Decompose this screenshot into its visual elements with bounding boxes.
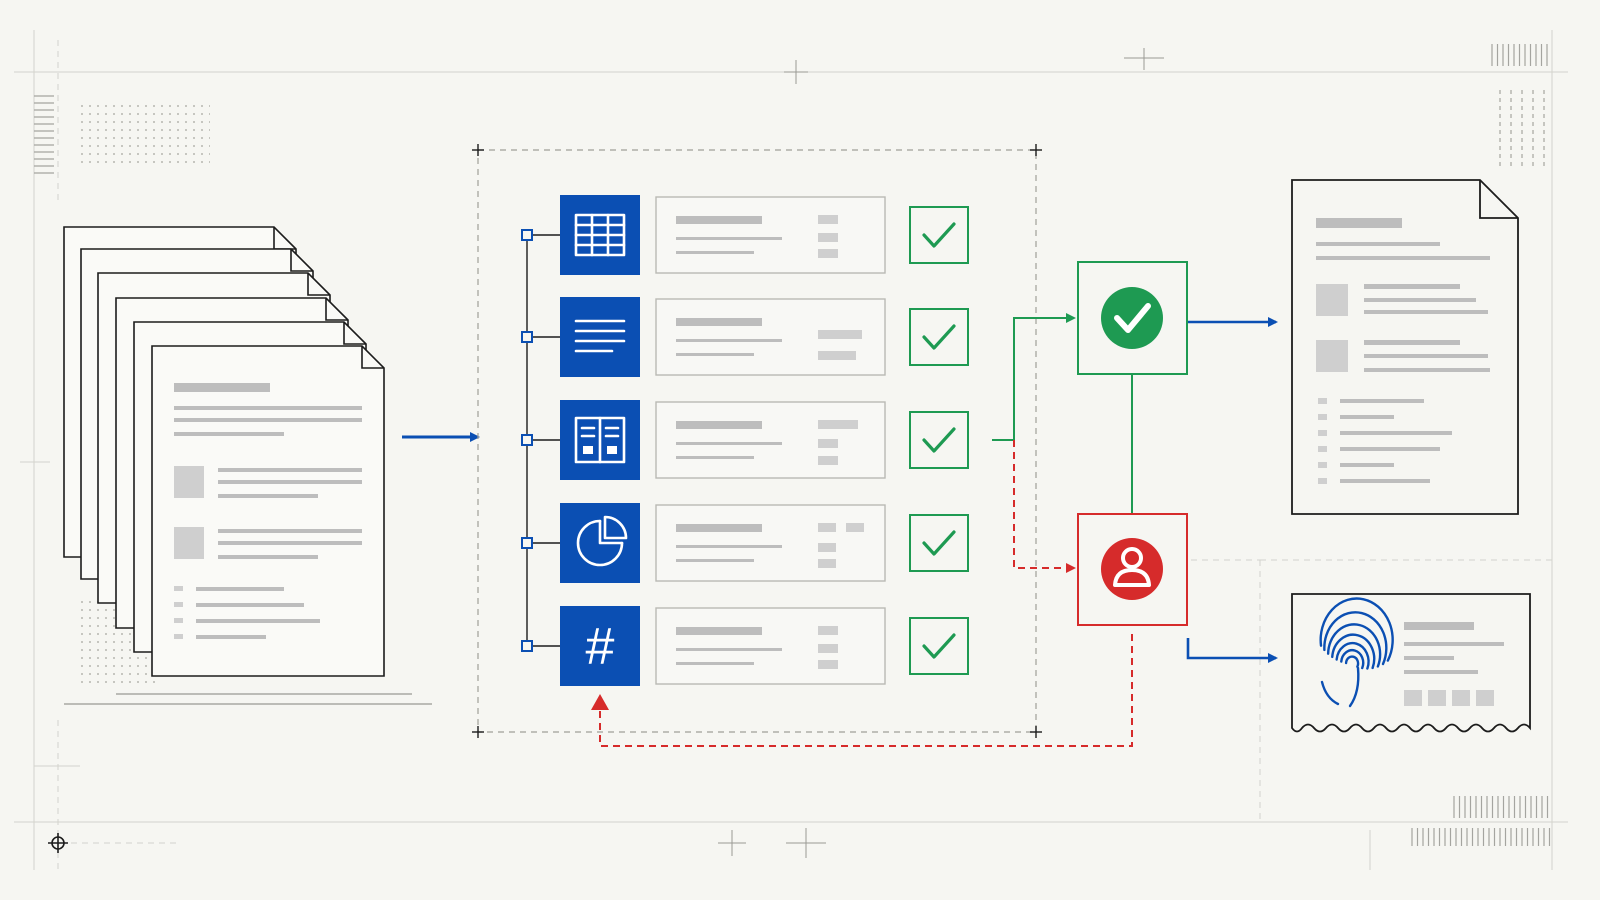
output-document [1291, 179, 1519, 515]
field-value-card [655, 298, 886, 376]
check-icon [909, 514, 969, 572]
extraction-field-row [521, 503, 969, 583]
flow-merge [992, 313, 1076, 573]
extraction-field-row: # [521, 606, 969, 686]
connector-node [521, 331, 533, 343]
user-circle-icon [1101, 538, 1163, 600]
field-value-card [655, 196, 886, 274]
text-lines-icon [560, 297, 640, 377]
flow-arrow-review [1013, 440, 1076, 573]
pie-chart-icon [560, 503, 640, 583]
check-icon [909, 617, 969, 675]
approved-node [1077, 261, 1188, 375]
table-grid-icon [560, 195, 640, 275]
field-value-card [655, 607, 886, 685]
extraction-frame [472, 144, 1042, 738]
connector-node [521, 434, 533, 446]
check-circle-icon [1101, 287, 1163, 349]
extraction-field-list: # [521, 195, 969, 686]
check-icon [909, 308, 969, 366]
output-receipt [1291, 593, 1531, 733]
input-document [151, 345, 385, 677]
flow-arrow-approved [1013, 313, 1076, 440]
hash-icon: # [560, 606, 640, 686]
connector-node [521, 229, 533, 241]
hash-symbol: # [586, 618, 615, 676]
fingerprint-icon [1319, 597, 1394, 708]
check-icon [909, 411, 969, 469]
flow-arrow-to-receipt [1186, 638, 1278, 663]
extraction-field-row [521, 195, 969, 275]
connector-node [521, 537, 533, 549]
form-layout-icon [560, 400, 640, 480]
feedback-loop-arrow [599, 634, 1133, 747]
crosshair-marks [718, 48, 1164, 858]
hatch-marks [34, 44, 1551, 846]
dot-grid-top [76, 102, 210, 166]
document-icon [1291, 179, 1519, 515]
extraction-field-row [521, 400, 969, 480]
target-mark [48, 833, 68, 853]
field-value-card [655, 401, 886, 479]
check-icon [909, 206, 969, 264]
field-value-card [655, 504, 886, 582]
connector-node [521, 640, 533, 652]
feedback-loop-arrowhead [591, 694, 609, 710]
extraction-field-row [521, 297, 969, 377]
input-document-stack [63, 226, 432, 705]
human-review-node [1077, 513, 1188, 626]
